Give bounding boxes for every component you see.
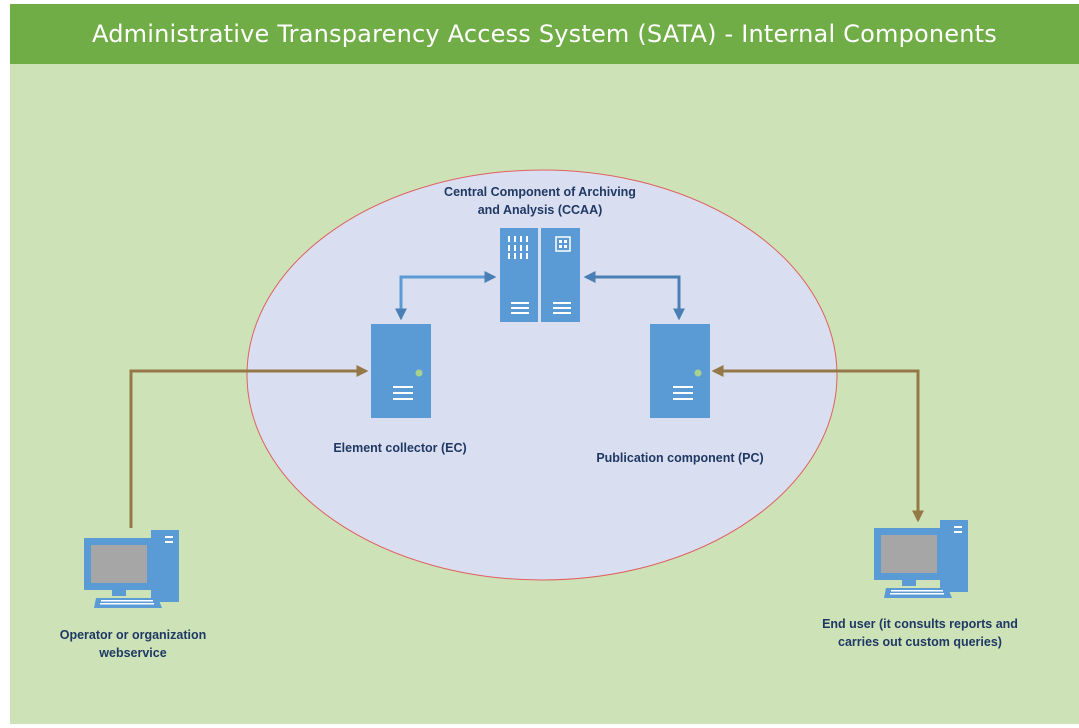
pc-server-icon (650, 324, 710, 418)
enduser-label: End user (it consults reports and carrie… (790, 615, 1050, 651)
operator-label: Operator or organization webservice (28, 626, 238, 662)
enduser-computer-icon (874, 520, 968, 598)
operator-label-line2: webservice (99, 646, 167, 660)
arrow-ccaa-pc (583, 271, 685, 321)
arrow-enduser-pc (711, 365, 924, 523)
enduser-label-line2: carries out custom queries) (838, 635, 1002, 649)
ccaa-label-line2: and Analysis (CCAA) (477, 203, 603, 217)
arrow-ccaa-ec (395, 271, 497, 321)
operator-computer-icon (84, 530, 179, 608)
diagram-title: Administrative Transparency Access Syste… (92, 20, 997, 48)
server-rack-icon (500, 228, 580, 322)
ccaa-label: Central Component of Archiving and Analy… (410, 183, 670, 219)
ccaa-label-line1: Central Component of Archiving (444, 185, 636, 199)
enduser-label-line1: End user (it consults reports and (822, 617, 1018, 631)
operator-label-line1: Operator or organization (59, 628, 207, 642)
title-bar: Administrative Transparency Access Syste… (10, 4, 1079, 64)
pc-label: Publication component (PC) (596, 451, 764, 465)
ec-server-icon (371, 324, 431, 418)
arrow-operator-ec (129, 365, 369, 528)
ec-label: Element collector (EC) (333, 441, 467, 455)
